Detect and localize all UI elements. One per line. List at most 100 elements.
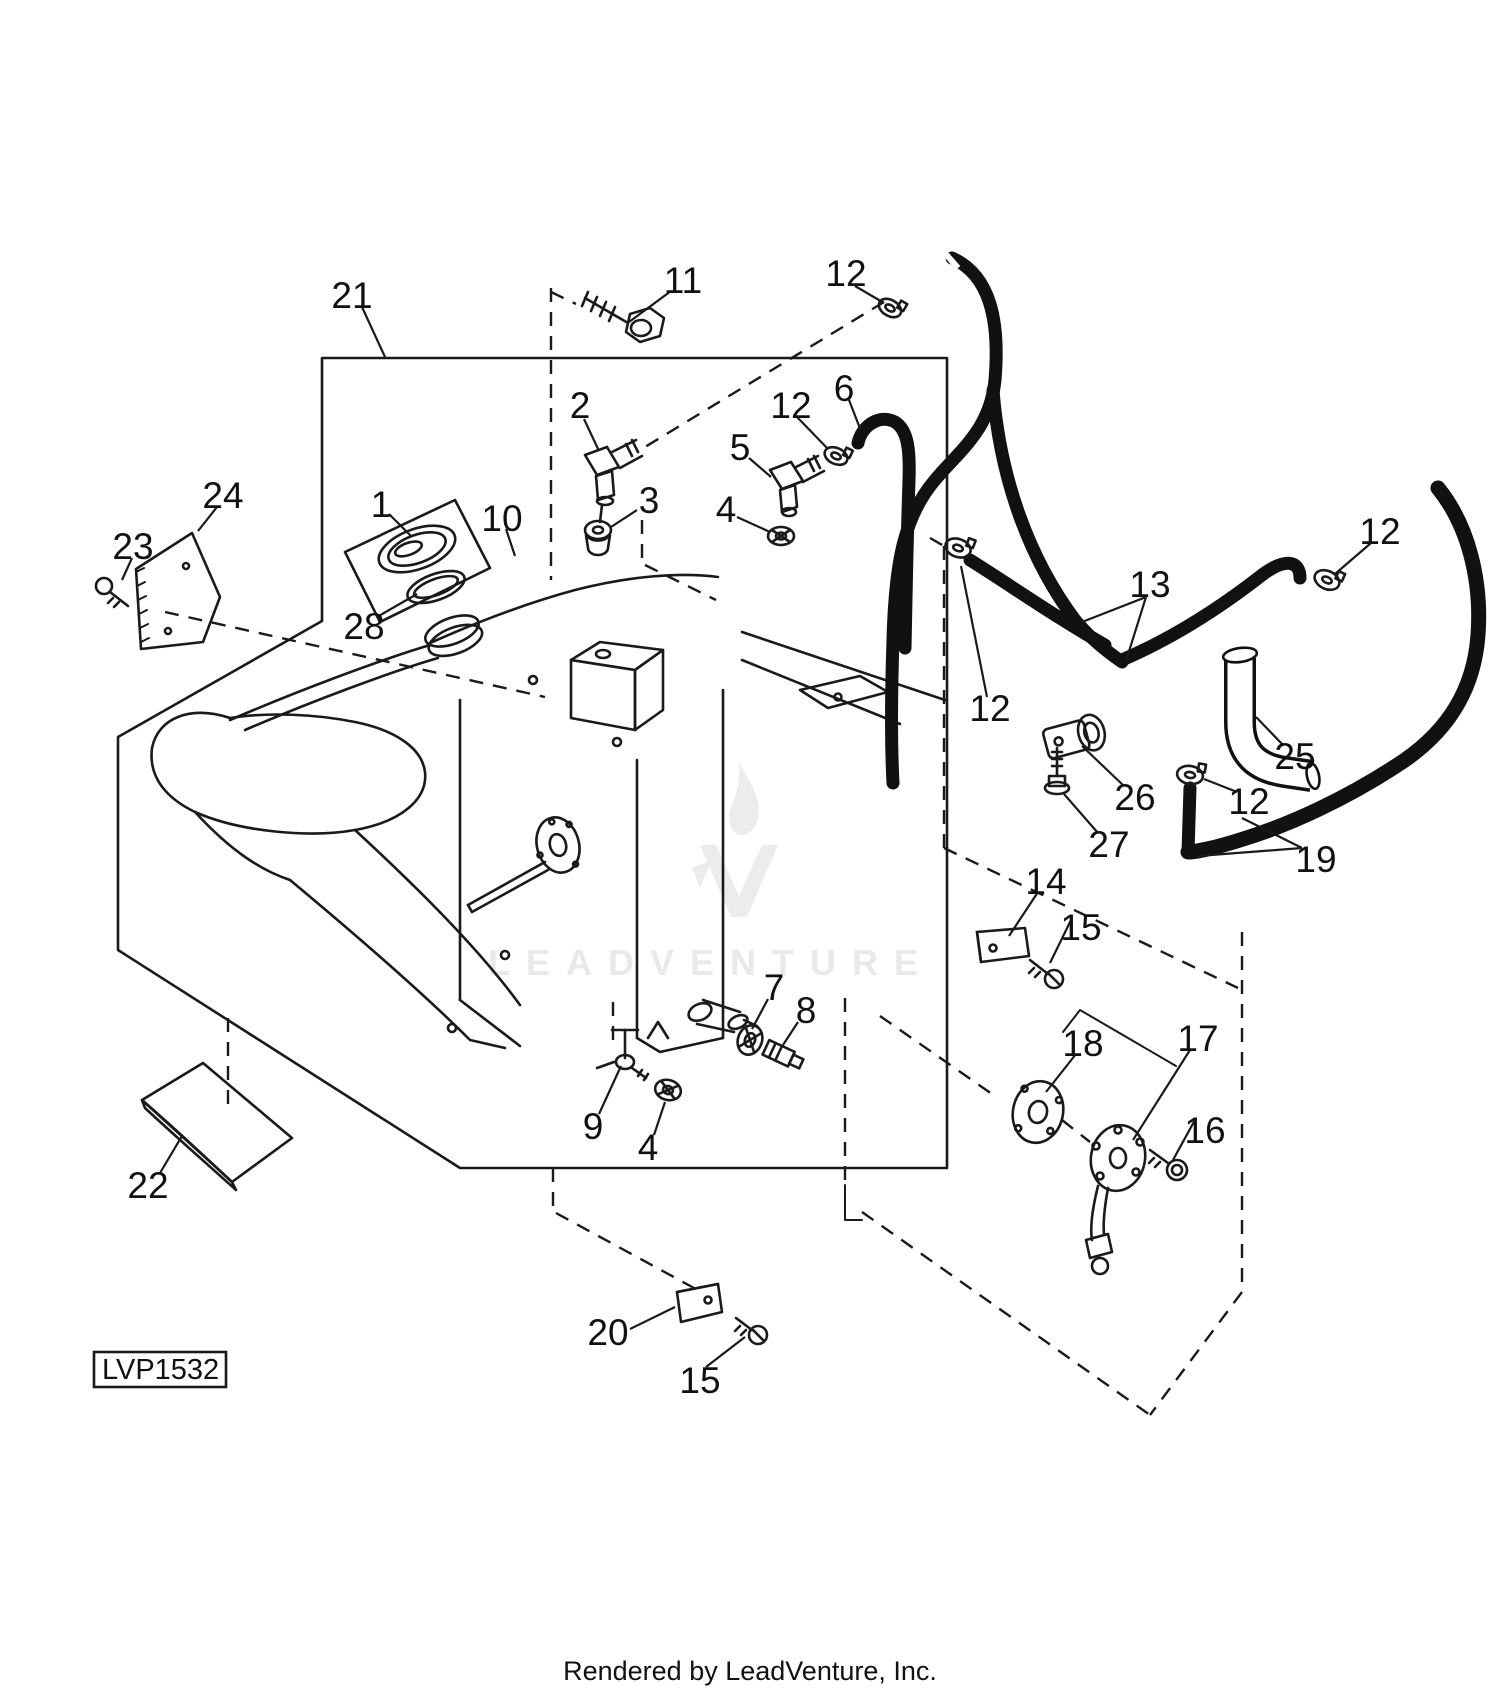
callout-leader: [629, 1306, 676, 1330]
vent-tube-25: [1221, 646, 1321, 792]
part-number-label: 12: [825, 253, 866, 294]
part-number-label: 19: [1295, 839, 1336, 880]
plate-code-box: LVP1532: [92, 1350, 228, 1389]
part-number-label: 3: [639, 480, 660, 521]
clamp-12-left: [944, 536, 977, 559]
screw-15b: [733, 1316, 769, 1346]
part-number-label: 18: [1062, 1023, 1103, 1064]
part-number-label: 20: [587, 1312, 628, 1353]
callout-leader: [847, 399, 863, 432]
hose-top-right: [885, 251, 1003, 790]
fuel-tank-drawing: [150, 573, 947, 1054]
hose-to-elbow: [1115, 556, 1307, 667]
bolt-11: [580, 290, 666, 344]
bracket-plate-24: [134, 531, 222, 651]
callout-leader: [1132, 1049, 1191, 1141]
part-number-label: 5: [730, 427, 751, 468]
fitting-8: [761, 1038, 805, 1070]
callout-leader: [1124, 596, 1148, 662]
part-number-label: 4: [716, 489, 737, 530]
part-number-label: 26: [1114, 777, 1155, 818]
fuel-cap: [377, 524, 457, 574]
callout-leader: [120, 557, 134, 581]
small-parts: [94, 290, 1347, 1346]
part-number-label: 15: [1060, 907, 1101, 948]
fuel-hoses: [851, 250, 1487, 860]
washer-4a: [766, 525, 796, 547]
part-number-label: 28: [343, 606, 384, 647]
washer-4b: [653, 1078, 683, 1102]
hose-6: [851, 412, 916, 655]
callout-leader: [610, 509, 638, 528]
part-number-label: 12: [969, 688, 1010, 729]
washer-7: [736, 1024, 764, 1056]
tank-flange: [535, 816, 581, 874]
screw-23: [94, 576, 130, 609]
watermark-text: LEADVENTURE: [488, 942, 934, 983]
part-number-label: 8: [796, 990, 817, 1031]
fuel-sender-17: [1062, 1009, 1177, 1276]
footer-credit: Rendered by LeadVenture, Inc.: [563, 1656, 937, 1686]
hose-19-stub: [1181, 781, 1197, 859]
part-number-label: 22: [127, 1165, 168, 1206]
callout-leader: [782, 1021, 799, 1046]
callout-leader: [628, 290, 672, 323]
part-number-label: 2: [570, 385, 591, 426]
callout-leader: [748, 457, 772, 478]
callout-leader: [1197, 846, 1303, 858]
callout-leader: [361, 306, 386, 358]
hose-lower-13: [963, 553, 1112, 652]
part-number-label: 16: [1184, 1110, 1225, 1151]
callout-leader: [1008, 891, 1039, 937]
grommet-3: [583, 519, 613, 557]
filler-neck: [424, 614, 484, 658]
screw-16: [1147, 1148, 1189, 1182]
callout-leader: [796, 416, 829, 450]
part-number-label: 12: [770, 385, 811, 426]
plate-20: [675, 1282, 724, 1324]
screw-15a: [1027, 958, 1065, 990]
callout-leader: [1255, 716, 1284, 746]
callout-leader: [1045, 1053, 1077, 1093]
clamp-12-right: [1175, 762, 1208, 786]
callout-leader: [159, 1135, 183, 1174]
callout-leader: [583, 418, 600, 452]
callout-leader: [376, 593, 418, 618]
mounting-panel-outline: [116, 356, 949, 1170]
callout-leader: [1049, 917, 1073, 964]
callout-leader: [705, 1336, 746, 1368]
callout-leader: [504, 528, 517, 557]
part-number-label: 27: [1088, 824, 1129, 865]
part-number-label: 25: [1274, 736, 1315, 777]
callout-leader: [959, 565, 989, 698]
bracket-26: [1041, 713, 1107, 760]
leadventure-flame-logo-icon: [692, 762, 778, 917]
part-number-label: 17: [1177, 1018, 1218, 1059]
part-number-label: 21: [331, 275, 372, 316]
part-number-label: 23: [112, 526, 153, 567]
plate-code-text: LVP1532: [102, 1354, 219, 1386]
part-number-label: 14: [1025, 861, 1066, 902]
hose-end-gap: [941, 250, 961, 270]
clamp-12-top: [877, 297, 909, 319]
callout-leader: [598, 1065, 622, 1115]
part-number-label: 12: [1228, 781, 1269, 822]
elbow-fitting-2: [583, 438, 644, 524]
leadventure-watermark: LEADVENTURE: [488, 762, 934, 983]
part-number-label: 12: [1359, 511, 1400, 552]
callout-leader: [854, 285, 885, 304]
part-number-label: 6: [834, 368, 855, 409]
callout-leader: [1241, 817, 1303, 849]
part-number-label: 24: [202, 475, 243, 516]
callout-leader: [1203, 777, 1238, 794]
bracket-14: [975, 926, 1031, 964]
callout-leader: [388, 513, 412, 537]
callout-leader: [1334, 542, 1372, 575]
part-number-label: 13: [1129, 564, 1170, 605]
clamp-12-mid: [823, 445, 855, 467]
callout-leader: [1081, 745, 1125, 787]
construction-dashed-lines: [164, 288, 1244, 1416]
valve-9: [595, 1028, 650, 1082]
